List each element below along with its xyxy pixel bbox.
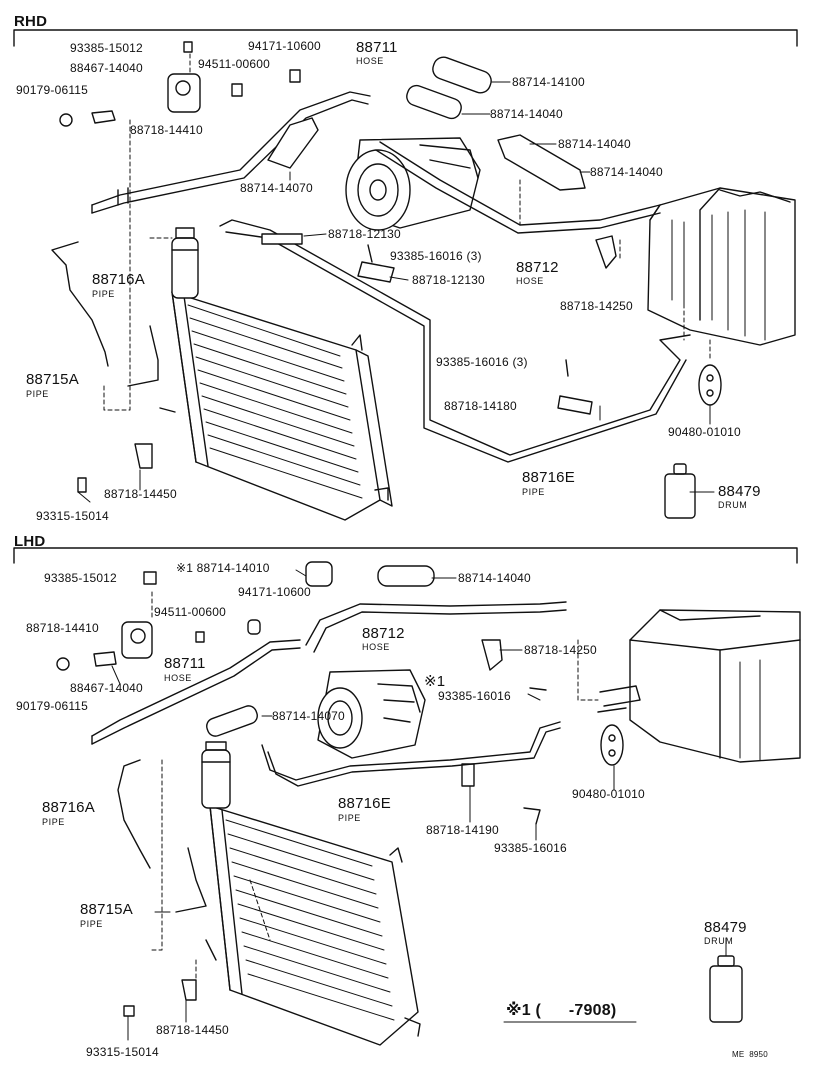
lhd-part-88467-14040: 88467-14040 xyxy=(70,681,143,695)
lhd-pipes xyxy=(91,601,641,961)
lhd-part-88718-14250: 88718-14250 xyxy=(524,643,597,657)
lhd-leaders xyxy=(149,591,599,981)
part-88718-14180: 88718-14180 xyxy=(444,399,517,413)
part-88718-14250: 88718-14250 xyxy=(560,299,633,313)
lhd-compressor xyxy=(317,669,426,759)
lhd-part-88711-type: HOSE xyxy=(164,673,192,683)
part-88712: 88712 xyxy=(516,259,559,276)
rhd-small-parts xyxy=(59,41,722,519)
lhd-part-88716A: 88716A xyxy=(42,799,95,816)
lhd-part-88716E: 88716E xyxy=(338,795,391,812)
lhd-evaporator xyxy=(629,609,801,763)
part-88716A-type: PIPE xyxy=(92,289,115,299)
lhd-pointer-lines xyxy=(111,569,727,1041)
part-88718-12130-b: 88718-12130 xyxy=(412,273,485,287)
part-88715A: 88715A xyxy=(26,371,79,388)
part-88479-type: DRUM xyxy=(718,500,748,510)
part-88479: 88479 xyxy=(718,483,761,500)
part-94511-00600: 94511-00600 xyxy=(198,57,271,71)
lhd-part-88712: 88712 xyxy=(362,625,405,642)
section-lhd-label: LHD xyxy=(14,533,46,550)
lhd-mark-1: ※1 xyxy=(424,673,446,690)
part-90179-06115: 90179-06115 xyxy=(16,83,89,97)
lhd-part-88718-14410: 88718-14410 xyxy=(26,621,99,635)
section-rhd-label: RHD xyxy=(14,13,48,30)
lhd-part-88718-14190: 88718-14190 xyxy=(426,823,499,837)
part-88716A: 88716A xyxy=(92,271,145,288)
rhd-pointer-lines xyxy=(77,81,715,503)
part-90480-01010: 90480-01010 xyxy=(668,425,741,439)
lhd-part-93385-16016-b: 93385-16016 xyxy=(494,841,567,855)
part-88714-14040-c: 88714-14040 xyxy=(590,165,663,179)
part-93315-15014: 93315-15014 xyxy=(36,509,109,523)
part-94171-10600: 94171-10600 xyxy=(248,39,321,53)
lhd-part-93385-16016-a: 93385-16016 xyxy=(438,689,511,703)
lhd-part-90179-06115: 90179-06115 xyxy=(16,699,89,713)
lhd-part-88715A-type: PIPE xyxy=(80,919,103,929)
lhd-part-94511-00600: 94511-00600 xyxy=(154,605,227,619)
part-88714-14040-b: 88714-14040 xyxy=(558,137,631,151)
lhd-part-88714-14010: ※1 88714-14010 xyxy=(176,561,270,575)
drawing-code: ME 8950 xyxy=(732,1050,768,1059)
part-88715A-type: PIPE xyxy=(26,389,49,399)
lhd-part-93385-15012: 93385-15012 xyxy=(44,571,117,585)
part-93385-16016-b: 93385-16016 (3) xyxy=(436,355,528,369)
part-88716E: 88716E xyxy=(522,469,575,486)
part-88714-14070: 88714-14070 xyxy=(240,181,313,195)
part-88716E-type: PIPE xyxy=(522,487,545,497)
lhd-small-parts xyxy=(56,561,743,1023)
rhd-pipes xyxy=(51,91,691,463)
lhd-part-88714-14040: 88714-14040 xyxy=(458,571,531,585)
lhd-part-88716A-type: PIPE xyxy=(42,817,65,827)
rhd-leaders xyxy=(103,53,711,411)
part-88714-14100: 88714-14100 xyxy=(512,75,585,89)
footnote-applicability: ※1 ( -7908) xyxy=(506,1002,617,1019)
part-93385-15012: 93385-15012 xyxy=(70,41,143,55)
part-88718-12130-a: 88718-12130 xyxy=(328,227,401,241)
rhd-evaporator xyxy=(647,187,796,346)
rhd-receiver xyxy=(171,227,199,299)
part-88711: 88711 xyxy=(356,39,398,56)
lhd-receiver xyxy=(201,741,231,809)
rhd-compressor xyxy=(345,137,481,231)
lhd-part-88714-14070: 88714-14070 xyxy=(272,709,345,723)
rhd-section xyxy=(13,29,798,521)
lhd-part-90480-01010: 90480-01010 xyxy=(572,787,645,801)
part-88718-14410: 88718-14410 xyxy=(130,123,203,137)
rhd-condenser xyxy=(171,291,393,521)
part-88714-14040-a: 88714-14040 xyxy=(490,107,563,121)
lhd-part-88711: 88711 xyxy=(164,655,206,672)
lhd-condenser xyxy=(209,805,421,1046)
lhd-part-94171-10600: 94171-10600 xyxy=(238,585,311,599)
part-88711-type: HOSE xyxy=(356,56,384,66)
lhd-part-88479: 88479 xyxy=(704,919,747,936)
lhd-part-88718-14450: 88718-14450 xyxy=(156,1023,229,1037)
part-93385-16016-a: 93385-16016 (3) xyxy=(390,249,482,263)
lhd-part-88715A: 88715A xyxy=(80,901,133,918)
part-88467-14040: 88467-14040 xyxy=(70,61,143,75)
lhd-part-88479-type: DRUM xyxy=(704,936,734,946)
lhd-part-88716E-type: PIPE xyxy=(338,813,361,823)
part-88712-type: HOSE xyxy=(516,276,544,286)
lhd-part-93315-15014: 93315-15014 xyxy=(86,1045,159,1059)
part-88718-14450: 88718-14450 xyxy=(104,487,177,501)
lhd-part-88712-type: HOSE xyxy=(362,642,390,652)
lhd-section xyxy=(13,547,801,1046)
